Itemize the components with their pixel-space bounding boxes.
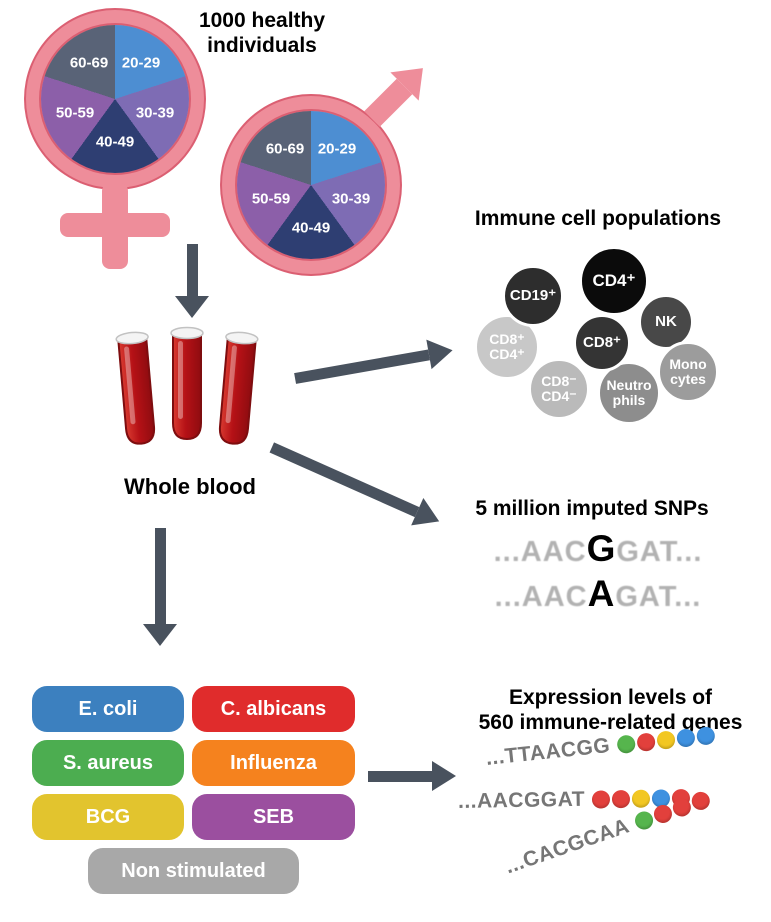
cell-label: CD19⁺ [509,286,557,304]
stimulus-calbicans: C. albicans [192,686,355,732]
cell-cd19pos: CD19⁺ [502,265,564,327]
arrow-head [411,497,446,536]
arrow-shaft [154,528,166,624]
snp-seq-suffix: GAT... [615,581,702,613]
expression-heading: Expression levels of 560 immune-related … [458,685,763,735]
age-slice-label: 40-49 [95,133,135,151]
gene-read-sequence: ...AACGGAT [457,787,586,813]
snp-sequence-row: ...AACAGAT... [448,573,748,618]
age-slice-label: 60-69 [265,140,305,158]
arrow-head [432,761,456,791]
male-symbol: 20-29 30-39 40-49 50-59 60-69 [222,96,400,274]
whole-blood-label: Whole blood [124,474,256,499]
expression-heading-line2: 560 immune-related genes [478,711,743,734]
blood-tube [218,331,259,445]
cell-cd8neg-cd4neg: CD8⁻ CD4⁻ [528,358,590,420]
gene-read-sequence: ...CACGCAA [502,814,633,879]
arrow-head [175,296,209,318]
arrow-to-snps [266,433,446,536]
cell-label: CD8⁻ CD4⁻ [541,372,577,404]
stimulus-bcg: BCG [32,794,184,840]
snp-seq-prefix: ...AAC [493,536,587,568]
arrow-to-immune-cells [292,335,456,392]
age-slice-label: 50-59 [251,190,291,208]
cell-monocytes: Mono cytes [657,341,719,403]
cell-label: CD8⁺ [583,333,621,351]
stimulus-non-stimulated: Non stimulated [88,848,299,894]
stimulus-influenza: Influenza [192,740,355,786]
male-symbol-arrow [363,53,438,128]
age-slice-label: 60-69 [69,54,109,72]
arrow-to-expression [368,761,456,791]
blood-tube [170,326,204,441]
down-arrow-to-blood [175,244,209,318]
cell-label: CD8⁺ CD4⁺ [489,330,525,362]
female-age-pie-chart: 20-29 30-39 40-49 50-59 60-69 [41,25,189,173]
blood-tube [115,331,156,445]
snp-variant-letter: G [586,528,617,569]
blood-tubes-illustration [115,326,259,445]
arrow-shaft [294,348,430,384]
age-slice-label: 50-59 [55,104,95,122]
figure-title: 1000 healthy individuals [162,8,362,58]
figure-title-line2: individuals [207,34,317,57]
arrow-shaft [368,770,432,782]
age-slice-label: 40-49 [291,219,331,237]
gene-read-sequence: ...TTAACGG [484,734,612,770]
arrow-shaft [186,244,198,296]
cell-label: Mono cytes [669,355,707,387]
female-symbol: 20-29 30-39 40-49 50-59 60-69 [26,10,204,188]
snp-seq-prefix: ...AAC [494,581,588,613]
cell-label: Neutro phils [606,376,652,408]
expression-heading-line1: Expression levels of [508,686,713,709]
stimulus-seb: SEB [192,794,355,840]
down-arrow-to-stimuli [143,528,177,646]
figure-title-line1: 1000 healthy [198,9,326,32]
snp-seq-suffix: GAT... [616,536,703,568]
cell-label: CD4⁺ [592,270,636,290]
snp-sequences: ...AACGGAT... ...AACAGAT... [448,528,748,618]
male-age-pie-chart: 20-29 30-39 40-49 50-59 60-69 [237,111,385,259]
age-slice-label: 30-39 [135,104,175,122]
snps-heading: 5 million imputed SNPs [475,497,709,520]
snp-sequence-row: ...AACGGAT... [448,528,748,573]
stimulus-saureus: S. aureus [32,740,184,786]
cell-cd8pos: CD8⁺ [573,314,631,372]
age-slice-label: 30-39 [331,190,371,208]
arrow-shaft [269,441,420,517]
age-slice-label: 20-29 [121,54,161,72]
cell-neutrophils: Neutro phils [597,361,661,425]
arrow-head [426,335,456,370]
age-slice-label: 20-29 [317,140,357,158]
snp-variant-letter: A [587,573,616,614]
stimulus-ecoli: E. coli [32,686,184,732]
female-symbol-crossbar [60,213,170,237]
cell-cd4pos: CD4⁺ [579,246,649,316]
arrow-head [143,624,177,646]
cell-label: NK [655,312,677,330]
immune-cells-heading: Immune cell populations [474,207,722,230]
